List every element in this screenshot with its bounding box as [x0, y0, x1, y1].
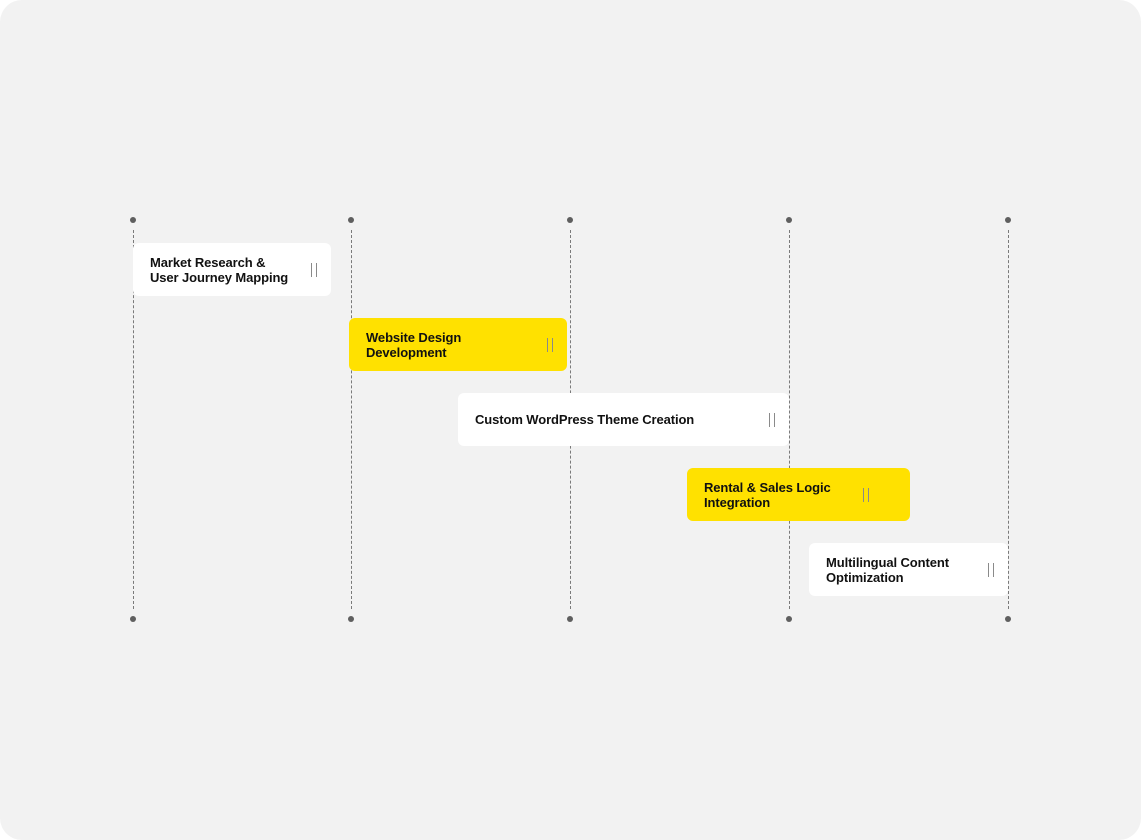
guide-dot-top: [348, 217, 354, 223]
guide-dot-bottom: [567, 616, 573, 622]
guide-dot-bottom: [348, 616, 354, 622]
guide-dot-bottom: [786, 616, 792, 622]
task-card-market-research[interactable]: Market Research & User Journey Mapping: [133, 243, 331, 296]
task-card-multilingual[interactable]: Multilingual Content Optimization: [809, 543, 1008, 596]
task-label: Multilingual Content Optimization: [826, 554, 949, 585]
guide-dot-top: [786, 217, 792, 223]
drag-handle-icon[interactable]: [988, 562, 994, 577]
guide-dot-bottom: [130, 616, 136, 622]
task-label: Rental & Sales Logic Integration: [704, 479, 831, 510]
task-card-rental-sales[interactable]: Rental & Sales Logic Integration: [687, 468, 910, 521]
guide-dashed-line: [133, 230, 134, 609]
task-label: Market Research & User Journey Mapping: [150, 254, 289, 285]
guide-dot-top: [1005, 217, 1011, 223]
drag-handle-icon[interactable]: [769, 412, 775, 427]
drag-handle-icon[interactable]: [311, 262, 317, 277]
task-label: Website Design Development: [366, 329, 462, 360]
guide-dot-top: [130, 217, 136, 223]
guide-dot-top: [567, 217, 573, 223]
drag-handle-icon[interactable]: [863, 487, 869, 502]
guide-dashed-line: [351, 230, 352, 609]
drag-handle-icon[interactable]: [547, 337, 553, 352]
task-card-website-design[interactable]: Website Design Development: [349, 318, 567, 371]
guide-dashed-line: [1008, 230, 1009, 609]
guide-dot-bottom: [1005, 616, 1011, 622]
task-label: Custom WordPress Theme Creation: [475, 412, 695, 427]
guide-dashed-line: [789, 230, 790, 609]
task-card-wordpress-theme[interactable]: Custom WordPress Theme Creation: [458, 393, 789, 446]
